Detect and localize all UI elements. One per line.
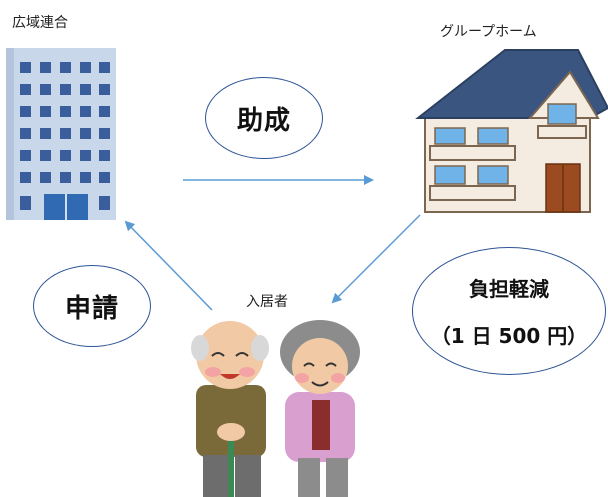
burden-relief-arrow: [331, 214, 421, 304]
burden-title: 負担軽減: [469, 277, 549, 301]
elderly-woman-icon: [280, 320, 360, 497]
burden-amount: （1 日 500 円）: [430, 324, 588, 348]
subsidy-bubble: 助成: [205, 77, 323, 159]
subsidy-text: 助成: [236, 105, 291, 136]
application-bubble: 申請: [33, 265, 151, 347]
building-icon: [6, 48, 116, 220]
burden-relief-bubble: 負担軽減 （1 日 500 円）: [412, 247, 606, 375]
house-icon: [415, 49, 608, 213]
application-arrow: [124, 220, 213, 311]
union-label: 広域連合: [12, 15, 68, 31]
residents-label: 入居者: [246, 294, 288, 310]
group-home-label: グループホーム: [440, 24, 537, 40]
elderly-man-icon: [191, 321, 269, 497]
application-text: 申請: [64, 293, 119, 324]
